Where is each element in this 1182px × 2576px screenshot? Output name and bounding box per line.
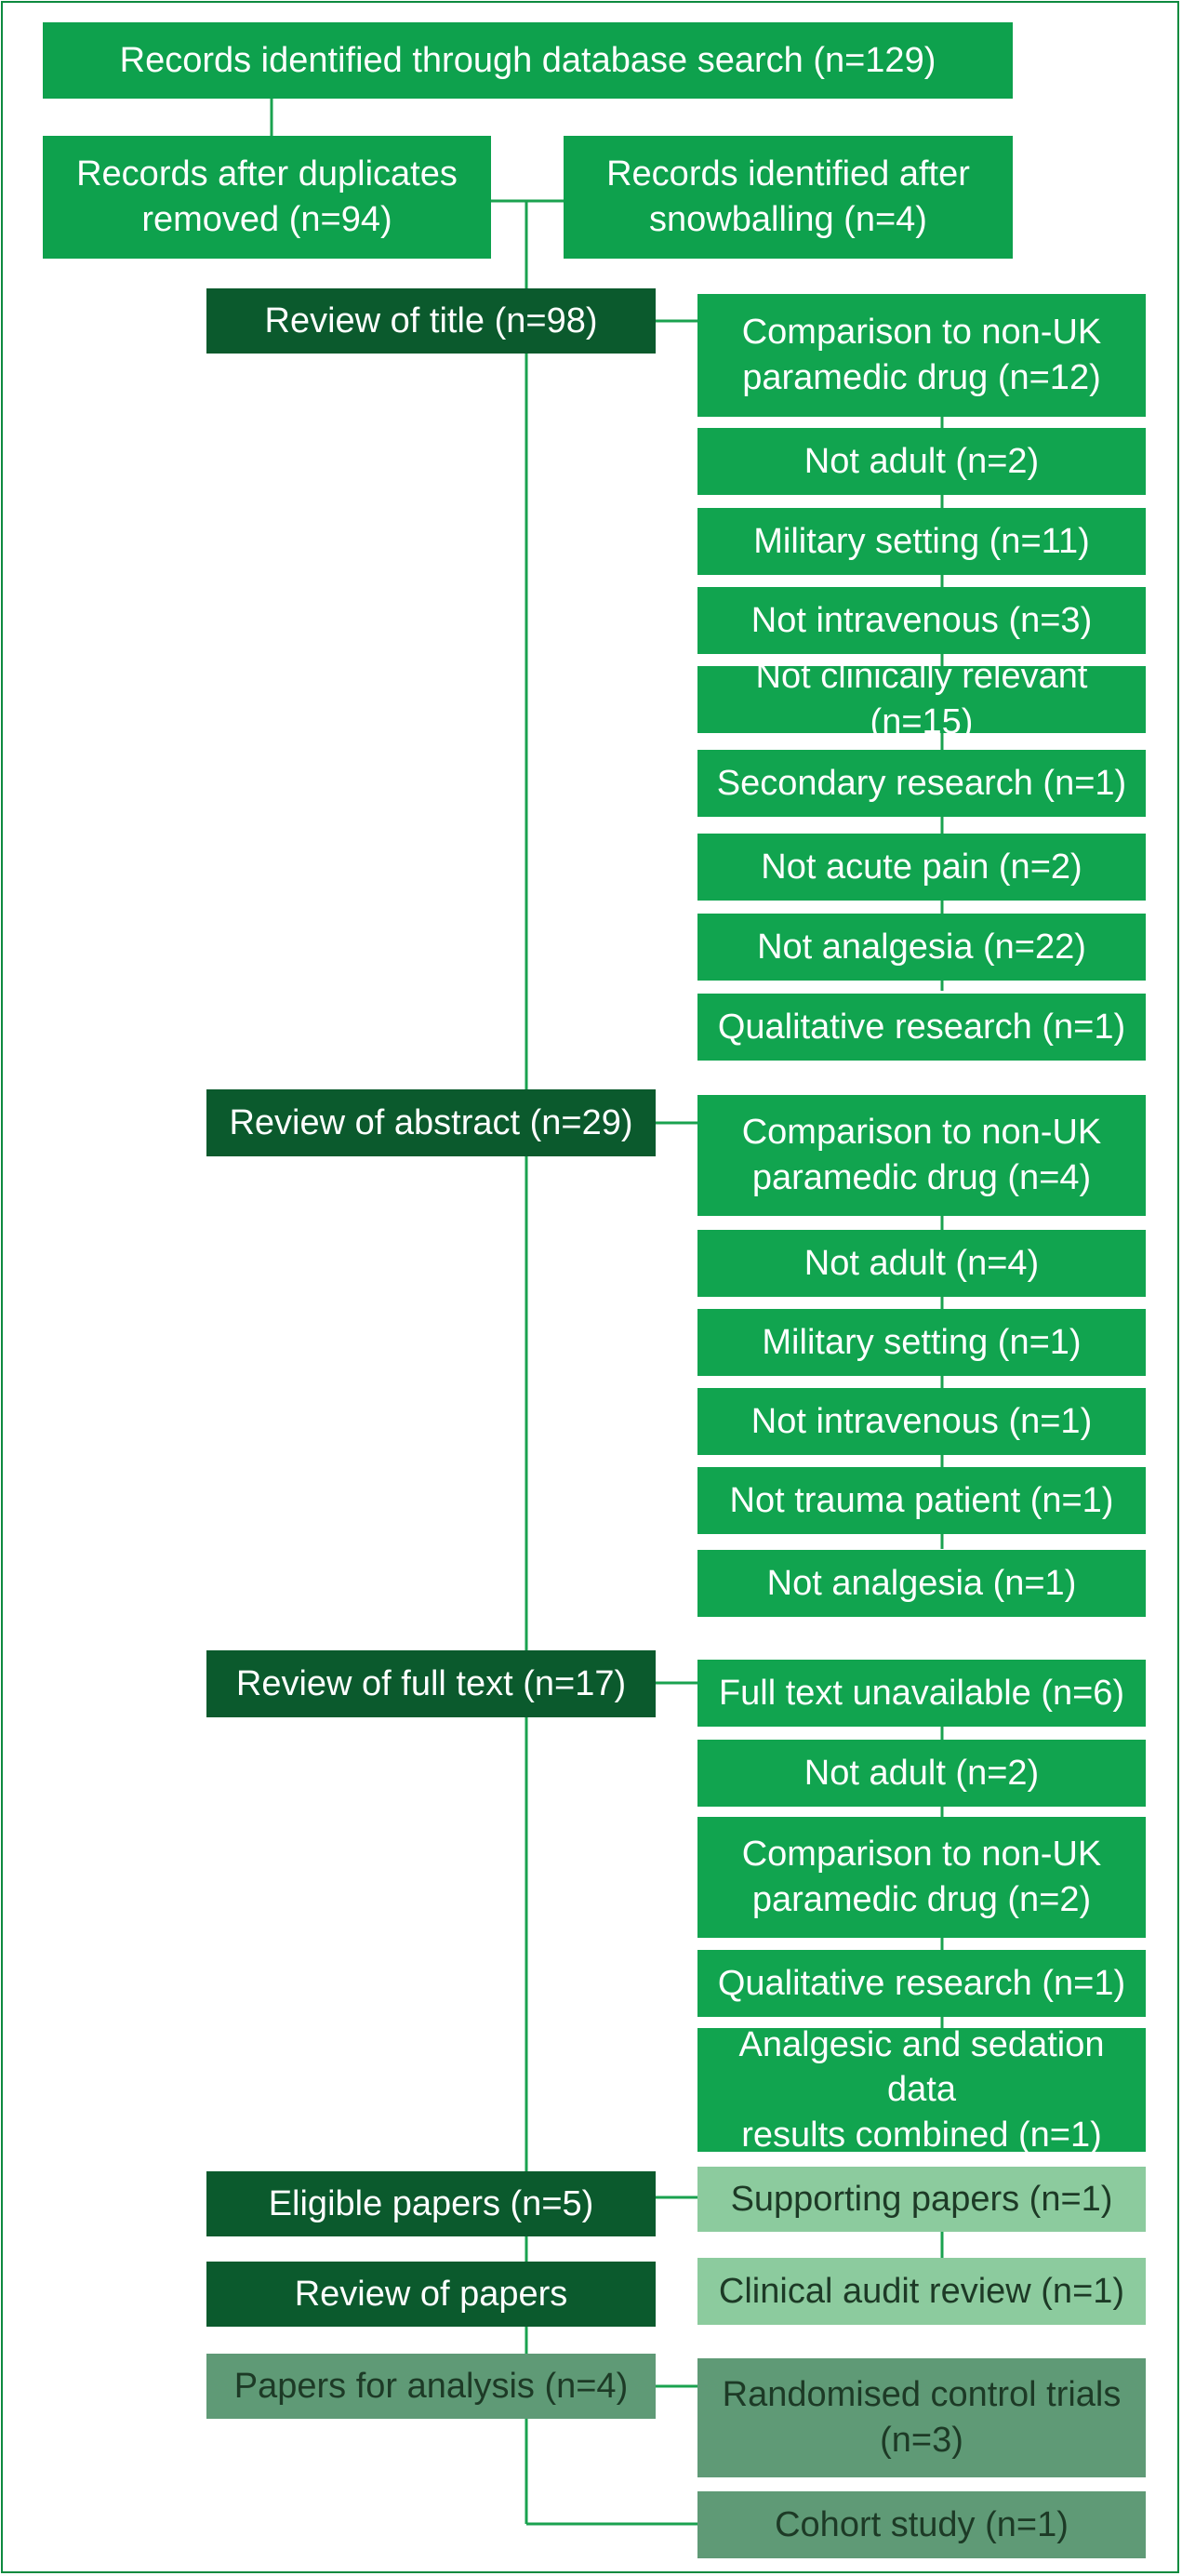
supporting-papers-label: Supporting papers (n=1) (730, 2179, 1113, 2219)
abstract-exclusion-label: Not analgesia (n=1) (766, 1563, 1077, 1603)
title-review-box: Review of title (n=98) (206, 288, 656, 354)
fulltext-exclusion-label: Analgesic and sedation data results comb… (738, 2024, 1105, 2155)
title-exclusion-label: Military setting (n=11) (753, 521, 1090, 561)
abstract-review-label: Review of abstract (n=29) (229, 1102, 633, 1142)
title-exclusion-label: Not intravenous (n=3) (750, 600, 1093, 640)
analysis-papers-label: Papers for analysis (n=4) (233, 2366, 629, 2406)
abstract-review-box: Review of abstract (n=29) (206, 1089, 656, 1156)
abstract-exclusion-box: Not analgesia (n=1) (697, 1550, 1146, 1617)
title-exclusion-label: Not clinically relevant (n=15) (755, 657, 1088, 741)
duplicates-removed-label: Records after duplicates removed (n=94) (76, 154, 458, 239)
title-review-label: Review of title (n=98) (264, 300, 598, 340)
fulltext-exclusion-label: Qualitative research (n=1) (717, 1963, 1126, 2003)
title-exclusion-label: Not adult (n=2) (803, 441, 1040, 481)
title-exclusion-box: Not adult (n=2) (697, 428, 1146, 495)
title-exclusion-label: Comparison to non-UK paramedic drug (n=1… (741, 313, 1102, 397)
title-exclusion-box: Not acute pain (n=2) (697, 834, 1146, 901)
database-search-box: Records identified through database sear… (43, 22, 1013, 99)
title-exclusion-box: Not analgesia (n=22) (697, 914, 1146, 981)
fulltext-exclusion-box: Not adult (n=2) (697, 1740, 1146, 1807)
title-exclusion-box: Qualitative research (n=1) (697, 994, 1146, 1061)
fulltext-exclusion-box: Analgesic and sedation data results comb… (697, 2025, 1146, 2155)
review-of-papers-box: Review of papers (206, 2262, 656, 2327)
cohort-study-label: Cohort study (n=1) (775, 2504, 1069, 2544)
snowballing-label: Records identified after snowballing (n=… (606, 154, 970, 239)
fulltext-exclusion-box: Full text unavailable (n=6) (697, 1660, 1146, 1727)
analysis-papers-box: Papers for analysis (n=4) (206, 2354, 656, 2419)
supporting-papers-box: Supporting papers (n=1) (697, 2167, 1146, 2232)
title-exclusion-box: Secondary research (n=1) (697, 750, 1146, 817)
eligible-papers-label: Eligible papers (n=5) (268, 2183, 594, 2223)
clinical-audit-label: Clinical audit review (n=1) (718, 2271, 1125, 2311)
title-exclusion-box: Not intravenous (n=3) (697, 587, 1146, 654)
abstract-exclusion-box: Not adult (n=4) (697, 1230, 1146, 1297)
cohort-study-box: Cohort study (n=1) (697, 2491, 1146, 2558)
clinical-audit-box: Clinical audit review (n=1) (697, 2258, 1146, 2325)
fulltext-exclusion-box: Comparison to non-UK paramedic drug (n=2… (697, 1817, 1146, 1938)
abstract-exclusion-label: Military setting (n=1) (762, 1322, 1082, 1362)
duplicates-removed-box: Records after duplicates removed (n=94) (43, 136, 491, 259)
title-exclusion-box: Not clinically relevant (n=15) (697, 657, 1146, 741)
review-of-papers-label: Review of papers (294, 2274, 568, 2314)
abstract-exclusion-box: Not intravenous (n=1) (697, 1388, 1146, 1455)
rct-label: Randomised control trials (n=3) (722, 2375, 1122, 2460)
abstract-exclusion-label: Not adult (n=4) (803, 1243, 1040, 1283)
fulltext-exclusion-label: Comparison to non-UK paramedic drug (n=2… (741, 1835, 1102, 1919)
fulltext-exclusion-label: Full text unavailable (n=6) (718, 1673, 1125, 1713)
snowballing-box: Records identified after snowballing (n=… (564, 136, 1013, 259)
abstract-exclusion-box: Military setting (n=1) (697, 1309, 1146, 1376)
abstract-exclusion-label: Not trauma patient (n=1) (729, 1480, 1114, 1520)
abstract-exclusion-box: Comparison to non-UK paramedic drug (n=4… (697, 1095, 1146, 1216)
abstract-exclusion-box: Not trauma patient (n=1) (697, 1467, 1146, 1534)
title-exclusion-label: Qualitative research (n=1) (717, 1007, 1126, 1047)
fulltext-review-box: Review of full text (n=17) (206, 1650, 656, 1717)
title-exclusion-label: Not analgesia (n=22) (757, 927, 1086, 967)
title-exclusion-label: Not acute pain (n=2) (761, 847, 1082, 887)
fulltext-review-label: Review of full text (n=17) (235, 1663, 627, 1703)
fulltext-exclusion-label: Not adult (n=2) (803, 1753, 1040, 1793)
eligible-papers-box: Eligible papers (n=5) (206, 2171, 656, 2236)
title-exclusion-label: Secondary research (n=1) (716, 763, 1127, 803)
fulltext-exclusion-box: Qualitative research (n=1) (697, 1950, 1146, 2017)
abstract-exclusion-label: Comparison to non-UK paramedic drug (n=4… (741, 1113, 1102, 1197)
database-search-label: Records identified through database sear… (119, 40, 936, 80)
abstract-exclusion-label: Not intravenous (n=1) (750, 1401, 1093, 1441)
title-exclusion-box: Military setting (n=11) (697, 508, 1146, 575)
title-exclusion-box: Comparison to non-UK paramedic drug (n=1… (697, 294, 1146, 417)
rct-box: Randomised control trials (n=3) (697, 2358, 1146, 2477)
